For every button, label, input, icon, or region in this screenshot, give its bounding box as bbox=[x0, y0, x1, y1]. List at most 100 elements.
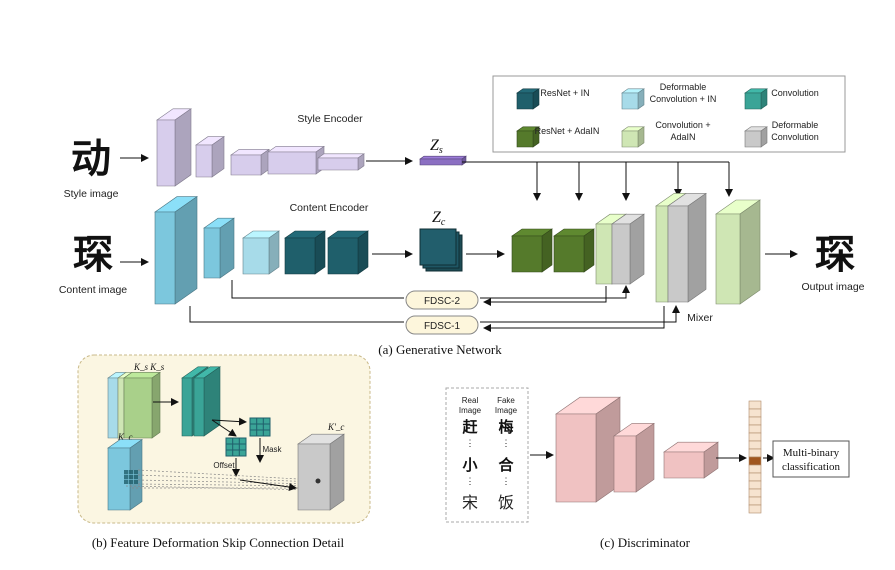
style-encoder bbox=[156, 108, 365, 187]
kc-prime-label: K'_c bbox=[327, 422, 344, 432]
discriminator-network bbox=[555, 396, 719, 503]
mask-grid-icon bbox=[249, 417, 271, 437]
legend-label-deformable-in-1: Deformable bbox=[660, 82, 707, 92]
multi-binary-classification-box bbox=[772, 440, 850, 478]
mixer-label: Mixer bbox=[687, 312, 713, 324]
classification-label-2: classification bbox=[782, 461, 841, 473]
resnet-in-cube-icon bbox=[516, 88, 540, 110]
zs-vector bbox=[419, 155, 467, 166]
output-vector bbox=[748, 400, 762, 514]
svg-text:梅: 梅 bbox=[498, 418, 513, 436]
legend-item-convolution-adain: Convolution + AdaIN bbox=[621, 120, 711, 148]
content-image-glyph: 琛 bbox=[73, 231, 113, 278]
fdsc-2-box: FDSC-2 bbox=[405, 290, 479, 310]
ks-feature-block-3 bbox=[123, 371, 161, 439]
style-encoder-label: Style Encoder bbox=[297, 113, 363, 125]
deformable-conv-cube-icon bbox=[744, 126, 768, 148]
legend-label-deformable-in-2: Convolution + IN bbox=[650, 94, 717, 104]
style-encoder-block-4 bbox=[267, 145, 325, 175]
output-vector-cell bbox=[748, 464, 762, 474]
svg-text:Real: Real bbox=[462, 396, 479, 405]
legend-label-resnet-adain: ResNet + AdaIN bbox=[535, 126, 600, 136]
legend-item-deformable-conv: Deformable Convolution bbox=[744, 120, 819, 148]
svg-text:⋮: ⋮ bbox=[466, 476, 475, 486]
svg-text:宋: 宋 bbox=[462, 493, 478, 512]
decoder-deform-conv-1 bbox=[611, 213, 645, 285]
kc-sample-grid bbox=[124, 470, 138, 484]
discriminator-input-samples: Real Image Fake Image 赶 ⋮ 小 ⋮ 宋 梅 ⋮ 合 ⋮ … bbox=[459, 396, 518, 512]
kc-label: K_c bbox=[117, 432, 133, 442]
style-encoder-block-3 bbox=[230, 148, 270, 176]
zc-label: Zc bbox=[432, 209, 446, 228]
output-vector-cell bbox=[748, 488, 762, 498]
content-encoder-block-2 bbox=[203, 217, 235, 279]
content-encoder-block-4 bbox=[284, 230, 326, 275]
caption-generative-network: (a) Generative Network bbox=[378, 342, 502, 357]
ks-label: K_s K_s bbox=[133, 362, 165, 372]
output-vector-cell bbox=[748, 424, 762, 434]
content-encoder bbox=[154, 196, 369, 305]
resnet-adain-cube-icon bbox=[516, 126, 540, 148]
fdsc-1-label: FDSC-1 bbox=[424, 321, 461, 332]
content-encoder-block-1 bbox=[154, 196, 198, 305]
output-vector-cell bbox=[748, 480, 762, 490]
style-encoder-block-1 bbox=[156, 108, 192, 187]
svg-text:⋮: ⋮ bbox=[466, 438, 475, 448]
offset-label: Offset bbox=[213, 461, 235, 470]
fdsc-1-box: FDSC-1 bbox=[405, 315, 479, 335]
decoder-resnet-adain-1 bbox=[511, 228, 553, 273]
output-vector-cell bbox=[748, 456, 762, 466]
content-image-label: Content image bbox=[59, 284, 127, 296]
svg-text:⋮: ⋮ bbox=[502, 476, 511, 486]
mixer-block bbox=[715, 199, 761, 305]
style-encoder-block-5 bbox=[317, 153, 365, 171]
legend-item-resnet-in: ResNet + IN bbox=[516, 88, 590, 110]
svg-text:Fake: Fake bbox=[497, 396, 515, 405]
svg-text:Image: Image bbox=[495, 406, 518, 415]
fdsc-2-connection bbox=[231, 280, 630, 306]
output-vector-cell bbox=[748, 496, 762, 506]
content-encoder-block-5 bbox=[327, 230, 369, 275]
fdsc-1-connection bbox=[189, 305, 680, 332]
output-vector-cell bbox=[748, 448, 762, 458]
output-vector-cell bbox=[748, 504, 762, 514]
output-vector-cell bbox=[748, 400, 762, 410]
fdsc-2-label: FDSC-2 bbox=[424, 296, 461, 307]
decoder-resnet-adain-2 bbox=[553, 228, 595, 273]
decoder bbox=[511, 192, 761, 305]
decoder-deform-conv-2 bbox=[667, 192, 707, 303]
caption-fdsc-detail: (b) Feature Deformation Skip Connection … bbox=[92, 535, 345, 550]
classification-label-1: Multi-binary bbox=[783, 447, 840, 459]
legend-label-resnet-in: ResNet + IN bbox=[540, 88, 589, 98]
output-image-label: Output image bbox=[801, 281, 864, 293]
legend-box bbox=[492, 75, 846, 153]
style-image-glyph: 动 bbox=[71, 135, 111, 182]
kc-prime-output-block bbox=[297, 433, 345, 511]
convolution-cube-icon bbox=[744, 88, 768, 110]
style-encoder-block-2 bbox=[195, 136, 225, 178]
output-vector-cell bbox=[748, 432, 762, 442]
offset-conv-block-2 bbox=[193, 366, 221, 437]
output-vector-cell bbox=[748, 440, 762, 450]
legend-label-deformable-conv-1: Deformable bbox=[772, 120, 819, 130]
output-vector-cell bbox=[748, 472, 762, 482]
kc-prime-sample-dot bbox=[315, 478, 321, 484]
disc-block-1 bbox=[555, 396, 621, 503]
discriminator-input-box bbox=[445, 387, 529, 523]
zc-tensor bbox=[419, 228, 463, 272]
svg-text:小: 小 bbox=[462, 456, 477, 474]
svg-text:Image: Image bbox=[459, 406, 482, 415]
kc-to-output-lines bbox=[125, 469, 317, 491]
svg-text:合: 合 bbox=[497, 456, 514, 474]
legend-label-convolution-adain-2: AdaIN bbox=[670, 132, 695, 142]
legend-label-convolution-adain-1: Convolution + bbox=[655, 120, 710, 130]
svg-text:赶: 赶 bbox=[461, 418, 478, 436]
svg-text:⋮: ⋮ bbox=[502, 438, 511, 448]
offset-grid-icon bbox=[225, 437, 247, 457]
legend-item-deformable-in: Deformable Convolution + IN bbox=[621, 82, 717, 110]
legend-item-resnet-adain: ResNet + AdaIN bbox=[516, 126, 600, 148]
disc-block-2 bbox=[613, 422, 655, 493]
output-vector-cell bbox=[748, 416, 762, 426]
content-encoder-label: Content Encoder bbox=[290, 202, 369, 214]
